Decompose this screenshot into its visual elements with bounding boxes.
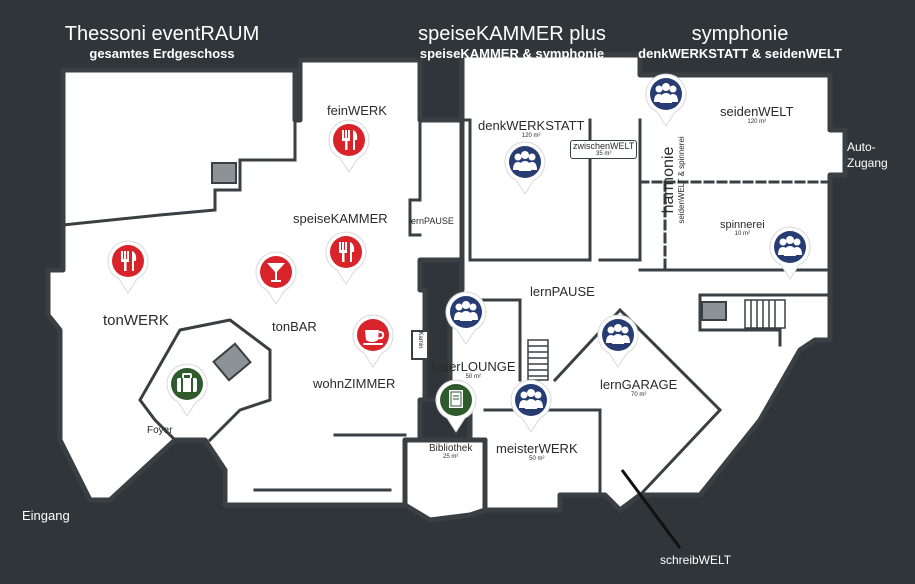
header-eventraum-subtitle: gesamtes Erdgeschoss	[89, 46, 235, 61]
pin-people-lerngarage[interactable]	[596, 313, 640, 369]
room-lernpause-small: lernPAUSE	[409, 216, 454, 226]
room-harmonie-name: harmonie	[660, 146, 677, 214]
label-schreibwelt: schreibWELT	[660, 553, 732, 567]
room-tonbar: tonBAR	[272, 319, 317, 334]
room-lerngarage: lernGARAGE 70 m²	[600, 377, 677, 399]
pin-people-seidenwelt[interactable]	[644, 72, 688, 128]
header-symphonie-subtitle: denkWERKSTATT & seidenWELT	[638, 46, 842, 61]
pin-people-denkwerkstatt[interactable]	[503, 140, 547, 196]
room-harmonie-sub: seidenWELT & spinnerei	[677, 136, 686, 224]
pin-coffee-wohnzimmer[interactable]	[351, 313, 395, 369]
room-spinnerei: spinnerei 10 m²	[720, 219, 765, 238]
room-lerngarage-size: 70 m²	[630, 392, 647, 398]
room-lernpause: lernPAUSE	[530, 284, 595, 299]
room-feuerlounge-name: feuerLOUNGE	[431, 359, 516, 374]
room-spinnerei-size: 10 m²	[734, 231, 750, 237]
room-feuerlounge-size: 50 m²	[465, 374, 481, 380]
room-zwischenwelt: zwischenWELT 35 m²	[570, 140, 638, 159]
room-feuerlounge: feuerLOUNGE 50 m²	[431, 359, 516, 381]
header-speisekammer-plus-subtitle: speiseKAMMER & symphonie	[419, 46, 605, 61]
room-bibliothek: Bibliothek 25 m²	[429, 443, 472, 461]
room-seidenwelt-name: seidenWELT	[720, 104, 794, 119]
header-symphonie-title: symphonie	[691, 23, 789, 45]
room-denkwerkstatt: denkWERKSTATT 120 m²	[478, 118, 584, 140]
room-seidenwelt: seidenWELT 120 m²	[720, 104, 793, 126]
room-meisterwerk: meisterWERK 50 m²	[496, 441, 578, 463]
room-denkwerkstatt-size: 120 m²	[521, 133, 541, 139]
pin-people-meisterwerk[interactable]	[509, 378, 553, 434]
room-foyer: Foyer	[147, 425, 173, 436]
room-bibliothek-size: 25 m²	[443, 454, 459, 460]
room-kamin: Kamin	[417, 331, 423, 349]
header-speisekammer-plus: speiseKAMMER plus speiseKAMMER & symphon…	[412, 22, 612, 62]
room-lerngarage-name: lernGARAGE	[600, 377, 678, 392]
header-symphonie: symphonie denkWERKSTATT & seidenWELT	[635, 22, 845, 62]
pin-people-spinnerei[interactable]	[768, 225, 812, 281]
pin-restaurant-tonwerk[interactable]	[106, 239, 150, 295]
pin-book-bibliothek[interactable]	[434, 378, 478, 434]
room-zwischenwelt-name: zwischenWELT	[573, 141, 635, 151]
header-eventraum: Thessoni eventRAUM gesamtes Erdgeschoss	[62, 22, 262, 62]
pin-restaurant-feinwerk[interactable]	[327, 118, 371, 174]
pin-people-feuerlounge[interactable]	[444, 290, 488, 346]
room-wohnzimmer: wohnZIMMER	[313, 376, 396, 391]
room-tonwerk: tonWERK	[103, 312, 169, 329]
room-zwischenwelt-size: 35 m²	[596, 151, 612, 157]
label-auto-zugang-2: Zugang	[847, 156, 888, 170]
room-feinwerk: feinWERK	[327, 103, 387, 118]
room-seidenwelt-size: 120 m²	[747, 119, 767, 125]
pin-cocktail-tonbar[interactable]	[254, 250, 298, 306]
room-denkwerkstatt-name: denkWERKSTATT	[478, 118, 585, 133]
floor-bottom	[402, 437, 488, 523]
room-speisekammer: speiseKAMMER	[293, 211, 388, 226]
room-meisterwerk-name: meisterWERK	[496, 441, 578, 456]
room-spinnerei-name: spinnerei	[720, 219, 765, 231]
label-eingang: Eingang	[22, 508, 70, 523]
header-speisekammer-plus-title: speiseKAMMER plus	[418, 23, 606, 45]
room-harmonie: harmonie seidenWELT & spinnerei	[660, 120, 690, 240]
room-meisterwerk-size: 50 m²	[529, 456, 545, 462]
pin-restaurant-speisekammer[interactable]	[324, 230, 368, 286]
room-bibliothek-name: Bibliothek	[429, 443, 473, 454]
pin-luggage-foyer[interactable]	[165, 362, 209, 418]
label-auto-zugang-1: Auto-	[847, 140, 876, 154]
header-eventraum-title: Thessoni eventRAUM	[64, 23, 260, 45]
